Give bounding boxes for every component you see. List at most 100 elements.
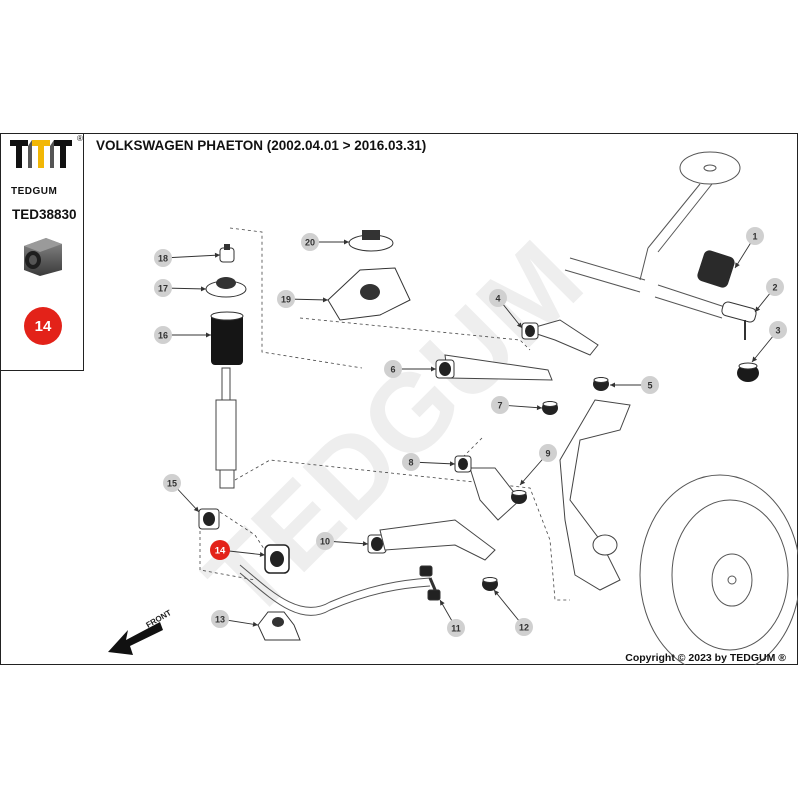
part-3-ball-joint	[737, 362, 759, 382]
callout-label-1: 1	[752, 231, 757, 241]
callout-circle-17	[154, 279, 172, 297]
left-info-panel	[0, 133, 84, 371]
callout-circle-8	[402, 453, 420, 471]
callout-arrow-4	[516, 322, 522, 328]
part-8-bush	[454, 455, 472, 473]
part-13-clamp	[257, 611, 301, 641]
part-6-bush	[435, 359, 455, 379]
callout-15: 15	[163, 474, 200, 513]
callout-arrow-6	[431, 366, 436, 372]
callout-16: 16	[154, 326, 211, 344]
callout-label-2: 2	[772, 282, 777, 292]
callout-18: 18	[154, 249, 221, 267]
callout-circle-16	[154, 326, 172, 344]
callout-arrow-20	[344, 239, 349, 245]
callout-2: 2	[754, 278, 784, 313]
part-19-top-mount	[327, 267, 411, 321]
callout-5: 5	[610, 376, 659, 394]
callout-label-9: 9	[545, 448, 550, 458]
callout-label-8: 8	[408, 457, 413, 467]
callout-circle-5	[641, 376, 659, 394]
callout-label-20: 20	[305, 237, 315, 247]
callout-arrow-3	[752, 356, 758, 362]
callout-arrow-18	[214, 252, 220, 258]
part-code: TED38830	[12, 207, 77, 222]
callout-8: 8	[402, 453, 456, 471]
callout-11: 11	[439, 599, 465, 637]
callout-1: 1	[734, 227, 764, 269]
part-14-stabilizer-bush	[264, 544, 290, 574]
callout-6: 6	[384, 360, 436, 378]
callout-12: 12	[493, 589, 533, 636]
shock-absorber	[215, 367, 237, 489]
callout-circle-1	[746, 227, 764, 245]
callout-label-4: 4	[495, 293, 500, 303]
callout-circle-7	[491, 396, 509, 414]
callout-arrow-8	[449, 461, 455, 467]
callout-label-10: 10	[320, 536, 330, 546]
part-16-dust-cover	[210, 311, 244, 365]
callout-label-13: 13	[215, 614, 225, 624]
callout-label-16: 16	[158, 330, 168, 340]
callout-circle-11	[447, 619, 465, 637]
callout-circle-15	[163, 474, 181, 492]
upper-control-arms	[444, 319, 599, 521]
callout-label-14: 14	[215, 545, 226, 556]
callout-label-3: 3	[775, 325, 780, 335]
callout-circle-18	[154, 249, 172, 267]
callout-19: 19	[277, 290, 329, 308]
callout-arrow-13	[252, 621, 258, 627]
callout-14: 14	[210, 540, 266, 560]
callout-arrow-19	[322, 297, 328, 303]
suspension-diagram: TEDGUM	[108, 151, 798, 665]
callout-circle-13	[211, 610, 229, 628]
callout-arrow-12	[494, 590, 500, 596]
callout-label-11: 11	[451, 623, 461, 633]
callout-20: 20	[301, 233, 349, 251]
diagram-frame	[0, 133, 798, 665]
bush-thumbnail-image	[24, 238, 62, 276]
callout-circle-9	[539, 444, 557, 462]
part-12-ball-joint	[482, 577, 498, 591]
callout-arrow-2	[755, 306, 761, 312]
callout-circle-12	[515, 618, 533, 636]
steering-column	[564, 151, 741, 319]
callout-label-18: 18	[158, 253, 168, 263]
callout-circle-10	[316, 532, 334, 550]
callout-label-17: 17	[158, 283, 168, 293]
callout-13: 13	[211, 610, 259, 628]
callout-7: 7	[491, 396, 543, 414]
callout-label-5: 5	[647, 380, 652, 390]
callout-circle-14	[210, 540, 230, 560]
wheel	[639, 474, 798, 665]
vehicle-title: VOLKSWAGEN PHAETON (2002.04.01 > 2016.03…	[96, 138, 427, 153]
part-9-ball-joint	[511, 490, 527, 504]
callout-label-15: 15	[167, 478, 177, 488]
part-18-bump-cap	[219, 244, 235, 263]
part-2-tie-rod-end	[721, 301, 757, 340]
callout-leader-18	[162, 254, 221, 259]
callout-circle-4	[489, 289, 507, 307]
callout-arrow-14	[259, 551, 265, 557]
callout-arrow-1	[735, 262, 740, 268]
part-7-ball-joint	[542, 401, 558, 415]
front-arrow: FRONT	[108, 608, 173, 655]
lower-control-arm	[379, 519, 496, 561]
callout-label-19: 19	[281, 294, 291, 304]
callout-arrow-15	[193, 506, 199, 512]
callout-label-6: 6	[390, 364, 395, 374]
steering-knuckle	[559, 399, 631, 591]
callout-arrow-16	[206, 332, 211, 338]
part-11-stabilizer-link	[419, 565, 441, 601]
part-15-bush	[198, 508, 220, 530]
callout-circle-6	[384, 360, 402, 378]
callout-17: 17	[154, 279, 207, 297]
registered-mark: ®	[77, 134, 83, 143]
callout-9: 9	[519, 444, 557, 486]
callout-arrow-9	[520, 479, 526, 485]
callout-circle-2	[766, 278, 784, 296]
callout-arrow-7	[536, 405, 542, 411]
callout-arrow-5	[610, 382, 615, 388]
callout-circle-20	[301, 233, 319, 251]
tedgum-logo	[10, 140, 72, 168]
